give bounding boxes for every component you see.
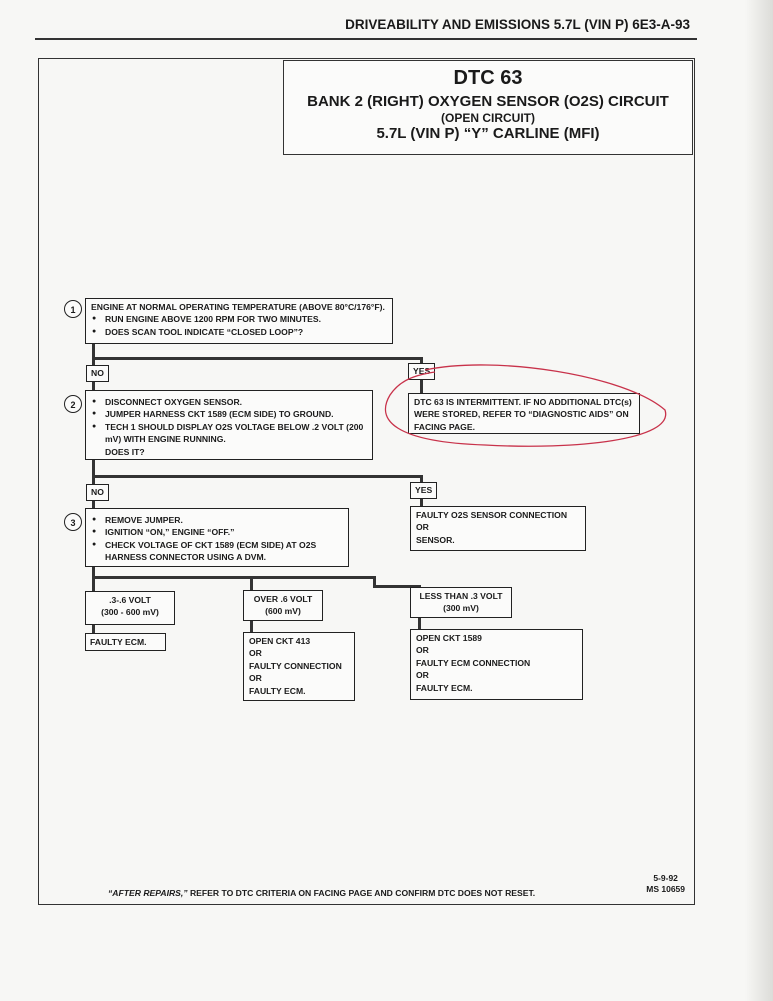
intermittent-result-box: DTC 63 IS INTERMITTENT. IF NO ADDITIONAL…: [408, 393, 640, 434]
step-1-box: ENGINE AT NORMAL OPERATING TEMPERATURE (…: [85, 298, 393, 344]
result-line: FAULTY ECM CONNECTION: [416, 657, 531, 668]
step-number-3: 3: [64, 513, 82, 531]
range-low-box: LESS THAN .3 VOLT (300 mV): [410, 587, 512, 618]
revision-info: 5-9-92 MS 10659: [646, 873, 685, 895]
result-line: FAULTY ECM.: [416, 682, 473, 693]
step-1-bullet: DOES SCAN TOOL INDICATE “CLOSED LOOP”?: [92, 326, 387, 339]
result-line: OR: [249, 673, 262, 684]
step-3-box: REMOVE JUMPER.IGNITION “ON,” ENGINE “OFF…: [85, 508, 349, 567]
header-rule: [35, 38, 697, 40]
title-line-1: BANK 2 (RIGHT) OXYGEN SENSOR (O2S) CIRCU…: [307, 93, 669, 110]
range-line: OVER .6 VOLT: [253, 594, 313, 604]
revision-date: 5-9-92: [653, 873, 678, 883]
range-line: (600 mV): [265, 606, 301, 617]
result-line: FAULTY ECM.: [249, 685, 306, 696]
step-1-heading: ENGINE AT NORMAL OPERATING TEMPERATURE (…: [91, 302, 385, 312]
result-line: OR: [416, 670, 429, 681]
step-3-bullet: REMOVE JUMPER.: [92, 514, 343, 527]
step-2-question: DOES IT?: [105, 446, 145, 457]
connector: [92, 475, 423, 478]
range-line: (300 mV): [443, 603, 479, 614]
connector: [92, 576, 376, 579]
no-label: NO: [86, 365, 109, 382]
mid-result-box: FAULTY ECM.: [85, 633, 166, 651]
page-edge-shadow: [745, 0, 773, 1001]
range-high-box: OVER .6 VOLT (600 mV): [243, 590, 323, 621]
running-header: DRIVEABILITY AND EMISSIONS 5.7L (VIN P) …: [345, 17, 690, 32]
handwritten-circle-annotation: [384, 364, 667, 447]
result-line: FAULTY CONNECTION: [249, 660, 342, 671]
after-repairs-text: REFER TO DTC CRITERIA ON FACING PAGE AND…: [187, 888, 536, 898]
step-2-bullet: TECH 1 SHOULD DISPLAY O2S VOLTAGE BELOW …: [92, 421, 367, 446]
result-line: FAULTY O2S SENSOR CONNECTION: [416, 510, 568, 520]
connector: [92, 357, 423, 360]
result-line: SENSOR.: [416, 534, 455, 545]
step-2-bullet: DISCONNECT OXYGEN SENSOR.: [92, 396, 367, 409]
title-block: DTC 63 BANK 2 (RIGHT) OXYGEN SENSOR (O2S…: [283, 60, 693, 155]
step-2-bullet: JUMPER HARNESS CKT 1589 (ECM SIDE) TO GR…: [92, 408, 367, 421]
range-line: LESS THAN .3 VOLT: [419, 591, 503, 601]
step-number-2: 2: [64, 395, 82, 413]
result-line: OPEN CKT 413: [249, 636, 311, 646]
dtc-code: DTC 63: [453, 67, 523, 89]
after-repairs-label: “AFTER REPAIRS,”: [108, 888, 188, 898]
range-mid-box: .3-.6 VOLT (300 - 600 mV): [85, 591, 175, 625]
ms-number: MS 10659: [646, 884, 685, 894]
result-line: OPEN CKT 1589: [416, 633, 482, 643]
result-line: OR: [249, 648, 262, 659]
after-repairs-note: “AFTER REPAIRS,” REFER TO DTC CRITERIA O…: [108, 888, 535, 898]
title-line-2: (OPEN CIRCUIT): [441, 111, 535, 125]
no-label: NO: [86, 484, 109, 501]
connector: [373, 585, 421, 588]
range-line: (300 - 600 mV): [101, 607, 159, 618]
title-line-3: 5.7L (VIN P) “Y” CARLINE (MFI): [376, 125, 600, 142]
range-line: .3-.6 VOLT: [109, 595, 151, 605]
step-2-box: DISCONNECT OXYGEN SENSOR.JUMPER HARNESS …: [85, 390, 373, 460]
step-number-1: 1: [64, 300, 82, 318]
chart-frame: [38, 58, 695, 905]
connector: [373, 576, 376, 588]
step-1-bullet: RUN ENGINE ABOVE 1200 RPM FOR TWO MINUTE…: [92, 313, 387, 326]
yes-label: YES: [410, 482, 438, 499]
result-line: OR: [416, 645, 429, 656]
step-3-bullet: IGNITION “ON,” ENGINE “OFF.”: [92, 526, 343, 539]
step-3-bullet: CHECK VOLTAGE OF CKT 1589 (ECM SIDE) AT …: [92, 539, 343, 564]
result-line: OR: [416, 522, 429, 533]
